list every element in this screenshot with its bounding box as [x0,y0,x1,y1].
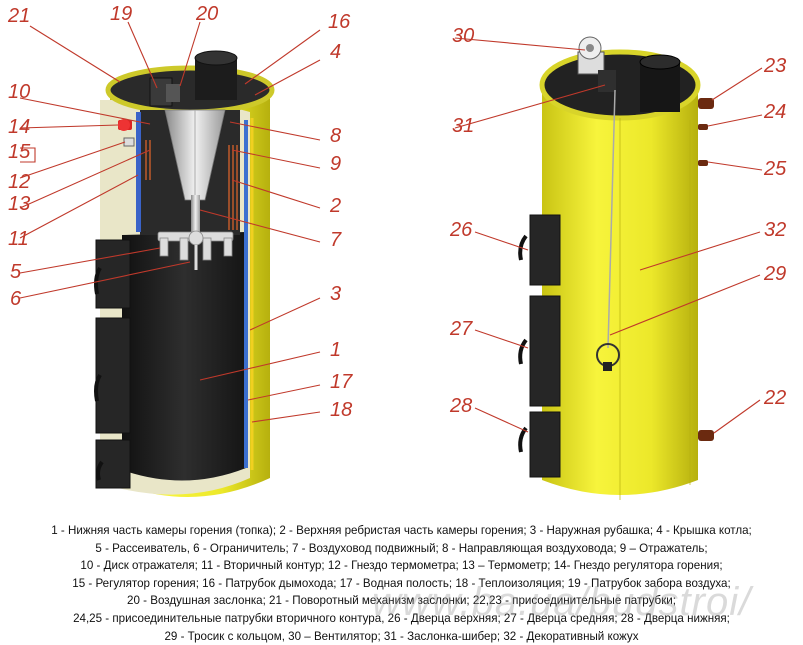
diffuser [157,230,234,261]
thermometer-socket [123,137,135,147]
callout-18: 18 [330,399,352,421]
callout-12: 12 [8,171,30,193]
legend-line: 15 - Регулятор горения; 16 - Патрубок ды… [72,576,731,590]
callout-23: 23 [763,55,786,77]
callout-22: 22 [763,387,786,409]
boiler-diagram: 21 19 20 16 4 10 14 15 12 13 11 5 6 8 9 … [7,3,787,500]
callout-5: 5 [10,261,22,283]
callout-4: 4 [330,41,341,63]
right-doors [529,214,561,478]
legend-line: 20 - Воздушная заслонка; 21 - Поворотный… [127,594,676,608]
secondary-circuit [136,112,141,232]
callout-16: 16 [328,11,351,33]
callout-9: 9 [330,153,341,175]
fan [577,36,605,75]
callout-17: 17 [330,371,353,393]
callout-numbers: 21 19 20 16 4 10 14 15 12 13 11 5 6 8 9 … [7,3,787,421]
air-damper [166,84,180,102]
callout-28: 28 [449,395,472,417]
callout-15: 15 [8,141,31,163]
cable [607,89,616,349]
callout-13: 13 [8,193,30,215]
callout-20: 20 [195,3,218,25]
callout-25: 25 [763,158,787,180]
ribs [145,140,238,230]
legend-line: 5 - Рассеиватель, 6 - Ограничитель; 7 - … [95,541,708,555]
air-duct [191,195,200,240]
callout-1: 1 [330,339,341,361]
cutaway-boiler [94,50,275,498]
legend-line: 10 - Диск отражателя; 11 - Вторичный кон… [80,559,723,573]
callout-3: 3 [330,283,341,305]
callout-21: 21 [7,5,30,27]
callout-10: 10 [8,81,30,103]
legend-line: 24,25 - присоединительные патрубки втори… [73,611,730,625]
callout-32: 32 [764,219,786,241]
leader-lines [19,21,763,434]
connection-nozzles [698,98,714,441]
assembled-boiler [518,36,714,500]
left-door-handles [94,266,104,481]
legend-line: 1 - Нижняя часть камеры горения (топка);… [51,524,752,537]
callout-19: 19 [110,3,132,25]
shutter-gate [598,70,616,92]
flue-pipe-right [640,62,680,112]
callout-8: 8 [330,125,341,147]
callout-7: 7 [330,229,342,251]
callout-24: 24 [763,101,786,123]
right-door-handles [518,234,528,453]
callout-26: 26 [449,219,473,241]
callout-2: 2 [329,195,341,217]
callout-27: 27 [449,318,473,340]
callout-30: 30 [452,25,474,47]
callout-6: 6 [10,288,22,310]
callout-31: 31 [452,115,474,137]
legend-line: 29 - Тросик с кольцом, 30 – Вентилятор; … [164,629,639,643]
callout-29: 29 [763,263,786,285]
callout-14: 14 [8,116,30,138]
combustion-chamber [122,232,246,481]
left-doors [95,239,131,489]
legend-caption: 1 - Нижняя часть камеры горения (топка);… [0,522,803,645]
watermark: www.ba.ua/budstroi/ [372,580,752,624]
boiler-lid [105,65,275,115]
callout-11: 11 [8,228,29,250]
